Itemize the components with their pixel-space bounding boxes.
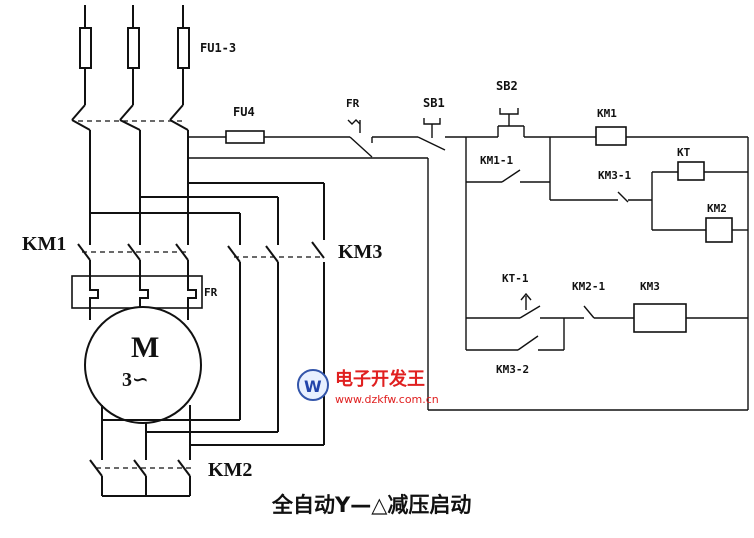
- motor-phase: 3∽: [122, 369, 149, 391]
- motor: [84, 306, 202, 424]
- fu1-3-label: FU1-3: [200, 41, 236, 55]
- kt-1-label: KT-1: [502, 272, 529, 285]
- sb2-label: SB2: [496, 79, 518, 93]
- fr-main-label: FR: [204, 286, 218, 299]
- km2-1-label: KM2-1: [572, 280, 605, 293]
- km3-2-label: KM3-2: [496, 363, 529, 376]
- km3-1-label: KM3-1: [598, 169, 631, 182]
- motor-output-wires: [101, 405, 324, 460]
- km1-main-label: KM1: [22, 233, 66, 255]
- km3-main-contacts: [227, 241, 325, 445]
- main-switch: [71, 104, 189, 245]
- km3-coil-label: KM3: [640, 280, 660, 293]
- km1-1-label: KM1-1: [480, 154, 513, 167]
- km1-coil: [595, 126, 749, 410]
- control-supply: [188, 130, 748, 411]
- fr-control-label: FR: [346, 97, 360, 110]
- km1-coil-label: KM1: [597, 107, 617, 120]
- km2-coil-label: KM2: [707, 202, 727, 215]
- watermark-logo: [297, 369, 329, 401]
- km1-main-contacts: [77, 243, 190, 280]
- fu4-label: FU4: [233, 105, 255, 119]
- watermark-name: 电子开发王: [335, 368, 425, 390]
- km3-main-label: KM3: [338, 241, 382, 263]
- watermark-logo-letter: W: [304, 377, 322, 396]
- motor-letter: M: [131, 331, 159, 364]
- diagram-title: 全自动Y—△减压启动: [271, 493, 471, 517]
- fuses-fu1-3: [79, 27, 190, 69]
- km2-main-contacts: [89, 459, 194, 497]
- km3-branch: [466, 292, 748, 351]
- km2-main-label: KM2: [208, 459, 252, 481]
- km3-1-branch: [550, 161, 748, 243]
- sb2-start-button: [466, 108, 596, 138]
- sb1-stop-button: [417, 118, 466, 151]
- sb1-label: SB1: [423, 96, 445, 110]
- watermark-url: www.dzkfw.com.cn: [335, 393, 439, 406]
- km3-feed-wires: [90, 182, 325, 245]
- km1-1-contact: [465, 137, 551, 350]
- fr-nc-contact: [347, 119, 418, 158]
- kt-coil-label: KT: [677, 146, 691, 159]
